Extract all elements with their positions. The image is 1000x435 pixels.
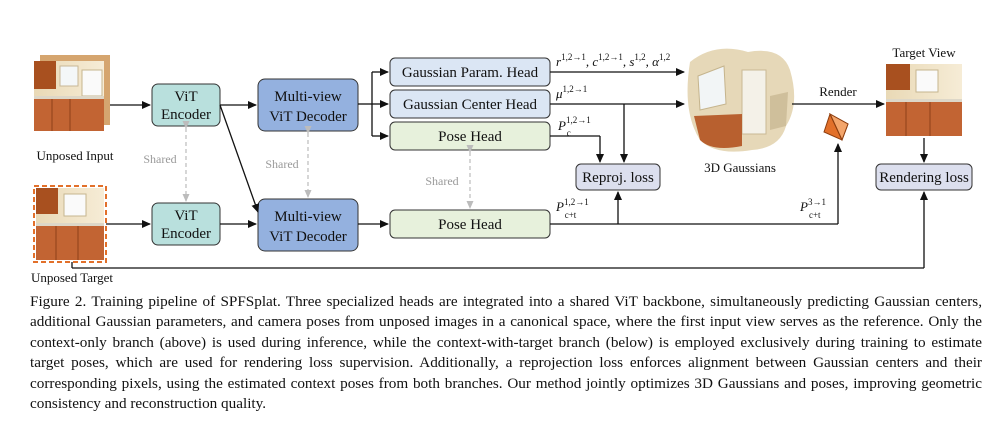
caption-text: Training pipeline of SPFSplat. Three spe… <box>30 293 982 413</box>
svg-text:Gaussian Center Head: Gaussian Center Head <box>403 97 538 113</box>
vit-encoder-top: ViT Encoder <box>151 83 221 127</box>
svg-text:Shared: Shared <box>265 157 298 171</box>
unposed-target-label: Unposed Target <box>31 270 113 285</box>
multiview-decoder-top: Multi-view ViT Decoder <box>257 78 359 132</box>
svg-text:Gaussian Param. Head: Gaussian Param. Head <box>402 65 539 81</box>
unposed-input-image <box>34 55 110 131</box>
pipeline-diagram: Unposed Input Unposed Target ViT Encoder… <box>31 45 973 285</box>
target-view-label: Target View <box>892 45 956 60</box>
rendering-loss-box: Rendering loss <box>875 163 973 191</box>
svg-text:P1,2→1c+t: P1,2→1c+t <box>555 197 589 220</box>
svg-text:Multi-view: Multi-view <box>274 209 342 225</box>
figure-caption: Figure 2. Training pipeline of SPFSplat.… <box>30 292 982 414</box>
multiview-decoder-bottom: Multi-view ViT Decoder <box>257 198 359 252</box>
svg-text:P3→1c+t: P3→1c+t <box>799 197 826 220</box>
shared-decoder-link: Shared <box>265 126 312 198</box>
gaussian-center-output-label: μ1,2→1 <box>555 84 587 101</box>
svg-text:ViT: ViT <box>174 208 197 224</box>
svg-text:Pose Head: Pose Head <box>438 217 502 233</box>
render-camera-icon <box>823 112 849 142</box>
gaussian-param-output-label: r1,2→1, c1,2→1, s1,2, α1,2 <box>556 52 670 69</box>
caption-label: Figure 2. <box>30 293 87 310</box>
gaussian-param-head: Gaussian Param. Head <box>389 57 551 87</box>
pose-head-bottom: Pose Head <box>389 209 551 239</box>
svg-text:Rendering loss: Rendering loss <box>879 170 969 186</box>
svg-text:Encoder: Encoder <box>161 107 211 123</box>
svg-text:Reproj. loss: Reproj. loss <box>582 170 654 186</box>
vit-encoder-bottom: ViT Encoder <box>151 202 221 246</box>
svg-text:Pose Head: Pose Head <box>438 129 502 145</box>
unposed-target-image <box>33 185 107 263</box>
connection-arrows <box>71 68 928 269</box>
svg-text:Shared: Shared <box>143 152 176 166</box>
render-label: Render <box>819 84 857 99</box>
svg-text:Shared: Shared <box>425 174 458 188</box>
gaussian-center-head: Gaussian Center Head <box>389 89 551 119</box>
svg-text:r1,2→1, c1,2→1, s1,2, α1,2: r1,2→1, c1,2→1, s1,2, α1,2 <box>556 52 670 69</box>
shared-posehead-link: Shared <box>425 145 474 209</box>
gaussians-3d-label: 3D Gaussians <box>704 160 776 175</box>
pose-head-top: Pose Head <box>389 121 551 151</box>
reprojection-loss-box: Reproj. loss <box>575 163 661 191</box>
svg-text:ViT Decoder: ViT Decoder <box>269 109 347 125</box>
svg-text:P1,2→1c: P1,2→1c <box>557 115 591 138</box>
shared-encoder-link: Shared <box>143 121 190 202</box>
svg-text:Multi-view: Multi-view <box>274 89 342 105</box>
target-view-image <box>886 64 962 136</box>
svg-text:μ1,2→1: μ1,2→1 <box>555 84 587 101</box>
svg-text:ViT Decoder: ViT Decoder <box>269 229 347 245</box>
gaussians-3d-image <box>687 48 795 152</box>
svg-text:ViT: ViT <box>174 89 197 105</box>
unposed-input-label: Unposed Input <box>37 148 114 163</box>
svg-text:Encoder: Encoder <box>161 226 211 242</box>
